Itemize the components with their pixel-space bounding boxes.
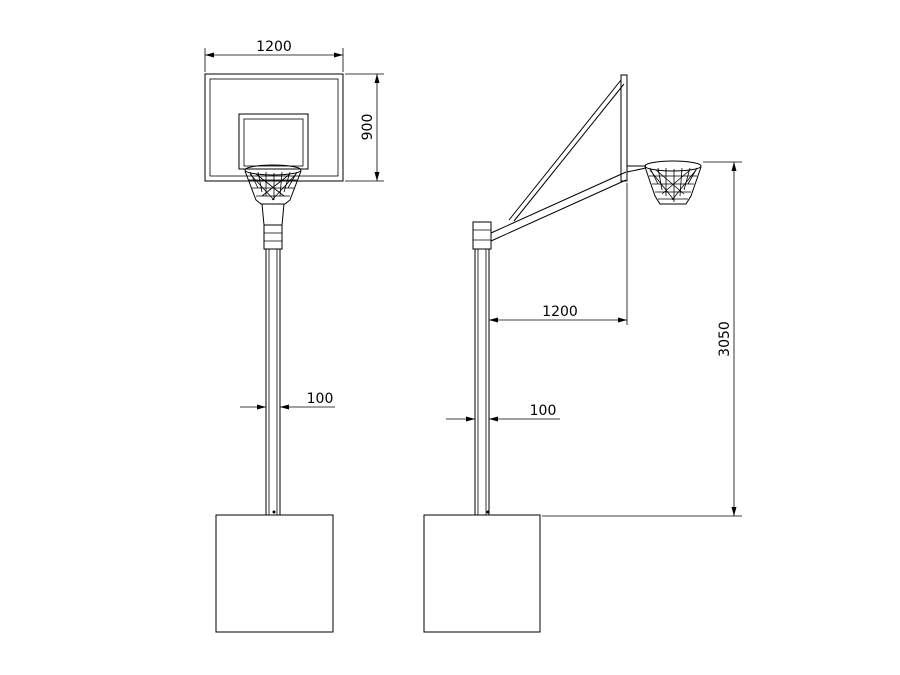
front-width-label: 1200: [256, 39, 292, 55]
front-pole-label: 100: [307, 391, 334, 407]
front-pole: [265, 249, 281, 515]
front-base-block: [215, 514, 334, 633]
side-overhang-label: 1200: [542, 304, 578, 320]
side-arm: [490, 79, 627, 242]
side-pole: [474, 249, 490, 515]
front-bracket: [263, 224, 283, 250]
side-rim-net: [644, 160, 702, 205]
front-height-label: 900: [360, 114, 376, 141]
side-overhang-dimension: 1200: [489, 183, 628, 325]
side-pole-label: 100: [530, 403, 557, 419]
front-pole-dimension: 100: [240, 391, 335, 410]
front-height-dimension: 900: [345, 73, 384, 182]
side-height-dimension: 3050: [542, 161, 742, 517]
front-rim-net: [244, 164, 302, 226]
side-view: 1200 100 3050: [423, 74, 742, 633]
side-backboard: [620, 74, 647, 182]
side-collar: [472, 221, 492, 250]
front-width-dimension: 1200: [204, 39, 344, 72]
side-height-label: 3050: [717, 321, 733, 357]
front-view: 1200 900 100: [204, 39, 384, 633]
side-base-block: [423, 514, 541, 633]
side-pole-dimension: 100: [446, 403, 560, 422]
